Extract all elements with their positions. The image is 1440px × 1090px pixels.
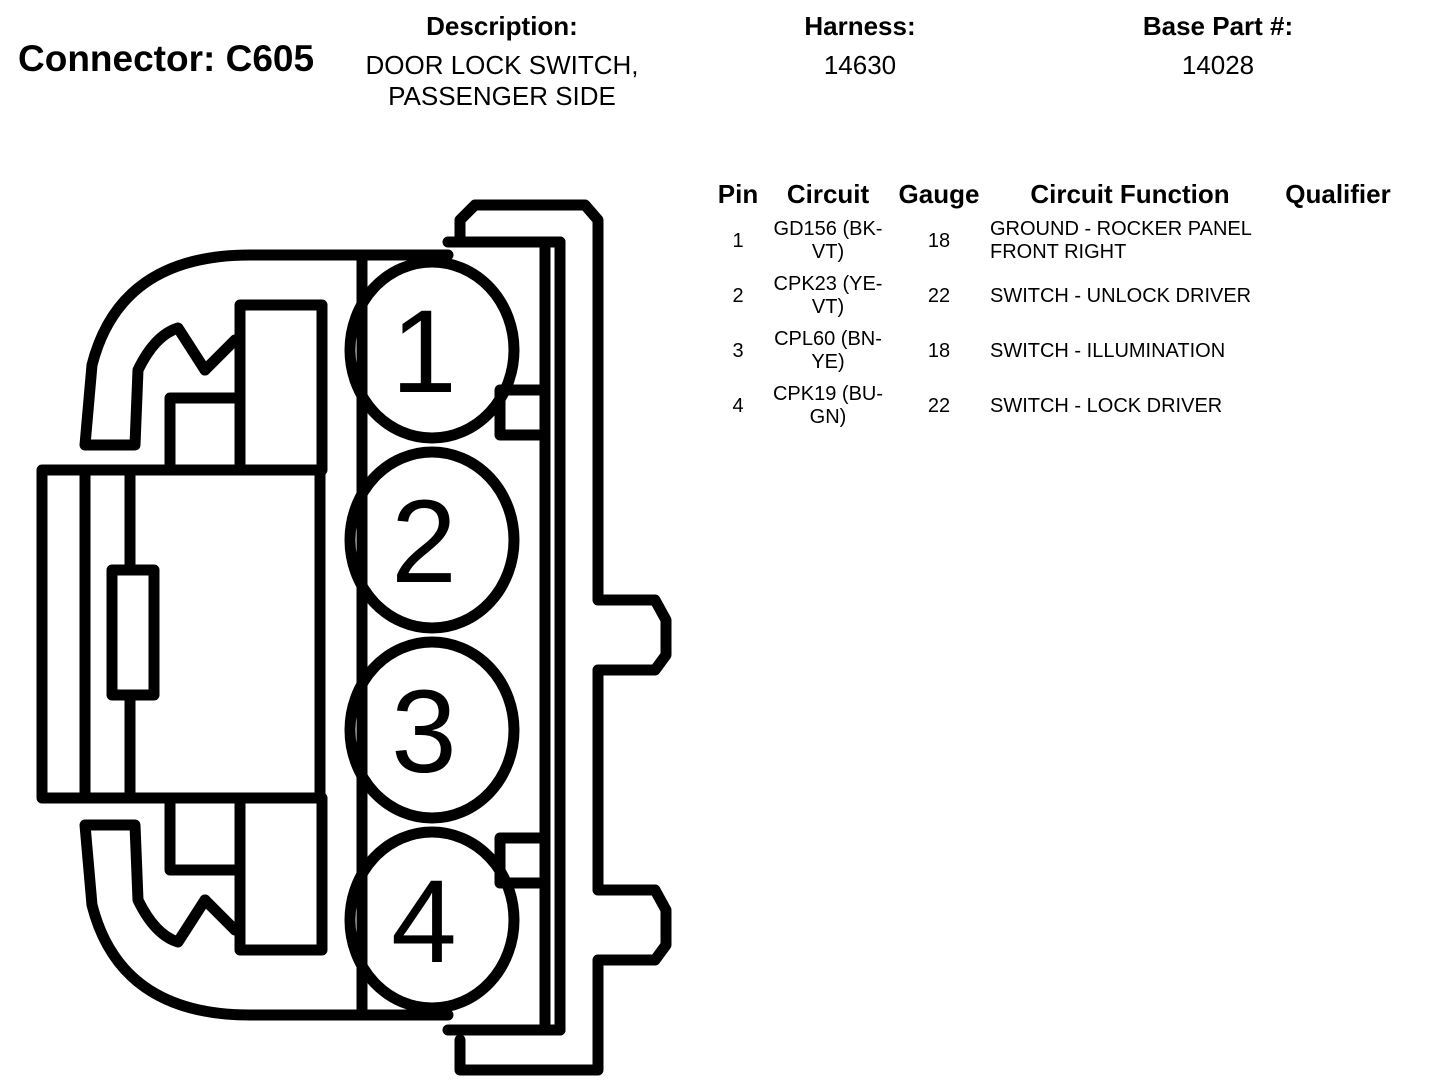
- circuit-function: GROUND - ROCKER PANEL FRONT RIGHT: [990, 218, 1280, 264]
- table-row: 4 CPK19 (BU- GN) 22 SWITCH - LOCK DRIVER: [708, 381, 1408, 433]
- circuit-line-2: GN): [809, 406, 847, 428]
- description-line-2: PASSENGER SIDE: [388, 81, 616, 111]
- base-part-label: Base Part #:: [1142, 11, 1294, 41]
- key-bottom: [494, 832, 551, 889]
- circuit-line-1: GD156 (BK-: [773, 218, 883, 240]
- pin-number: 1: [732, 230, 744, 252]
- cavity-label-4: 4: [391, 856, 457, 988]
- latch-release-tab: [106, 564, 160, 701]
- circuit-function: SWITCH - LOCK DRIVER: [990, 395, 1223, 417]
- table-row: 3 CPL60 (BN- YE) 18 SWITCH - ILLUMINATIO…: [708, 326, 1408, 378]
- housing-bottom-latch: [199, 894, 241, 936]
- connector-title: Connector: C605: [18, 38, 315, 79]
- wire-gauge: 18: [927, 340, 951, 362]
- circuit-code: CPK19 (BU- GN): [758, 383, 898, 429]
- circuit-function: SWITCH - ILLUMINATION: [990, 340, 1226, 362]
- pin-number: 4: [732, 395, 744, 417]
- pin-number: 3: [732, 340, 744, 362]
- circuit-function: SWITCH - UNLOCK DRIVER: [990, 285, 1252, 307]
- circuit-line-1: CPL60 (BN-: [774, 328, 882, 350]
- description-value: DOOR LOCK SWITCH, PASSENGER SIDE: [332, 50, 672, 112]
- function-line-1: GROUND - ROCKER PANEL: [990, 218, 1252, 240]
- circuit-code: CPK23 (YE- VT): [758, 273, 898, 319]
- table-row: 2 CPK23 (YE- VT) 22 SWITCH - UNLOCK DRIV…: [708, 271, 1408, 323]
- housing-top-arc: [79, 249, 454, 451]
- function-line-2: FRONT RIGHT: [990, 241, 1127, 263]
- column-header-pin: Pin: [717, 179, 759, 209]
- circuit-code: GD156 (BK- VT): [758, 218, 898, 264]
- terminal-block-bottom: [164, 792, 246, 876]
- circuit-code: CPL60 (BN- YE): [758, 328, 898, 374]
- cavity-4: [344, 826, 520, 1014]
- circuit-line-2: YE): [811, 351, 845, 373]
- connector-right-frame: [454, 199, 672, 1076]
- wire-gauge: 18: [927, 230, 951, 252]
- description-label: Description:: [426, 11, 578, 41]
- column-header-circuit-function: Circuit Function: [1030, 179, 1230, 209]
- table-row: 1 GD156 (BK- VT) 18 GROUND - ROCKER PANE…: [708, 216, 1408, 268]
- housing-top-latch: [199, 334, 241, 376]
- description-line-1: DOOR LOCK SWITCH,: [365, 50, 639, 80]
- circuit-line-1: CPK23 (YE-: [773, 273, 883, 295]
- circuit-line-2: VT): [811, 241, 845, 263]
- cavity-1: [344, 256, 520, 444]
- key-top: [494, 384, 551, 441]
- wire-gauge: 22: [927, 285, 951, 307]
- harness-value: 14630: [823, 50, 897, 80]
- cavity-label-3: 3: [391, 666, 457, 798]
- connector-face-diagram: 1 2 3 4: [36, 199, 672, 1076]
- cavity-2: [344, 446, 520, 634]
- pin-number: 2: [732, 285, 744, 307]
- column-header-gauge: Gauge: [898, 179, 980, 209]
- cavity-label-1: 1: [391, 286, 457, 418]
- harness-label: Harness:: [804, 11, 916, 41]
- wire-gauge: 22: [927, 395, 951, 417]
- column-header-qualifier: Qualifier: [1285, 179, 1391, 209]
- circuit-line-2: VT): [811, 296, 845, 318]
- cavity-label-2: 2: [391, 476, 457, 608]
- column-header-circuit: Circuit: [786, 179, 870, 209]
- circuit-line-1: CPK19 (BU-: [772, 383, 884, 405]
- base-part-value: 14028: [1181, 50, 1255, 80]
- cavity-3: [344, 636, 520, 824]
- terminal-block-top: [164, 392, 246, 476]
- housing-bottom-arc: [79, 819, 454, 1021]
